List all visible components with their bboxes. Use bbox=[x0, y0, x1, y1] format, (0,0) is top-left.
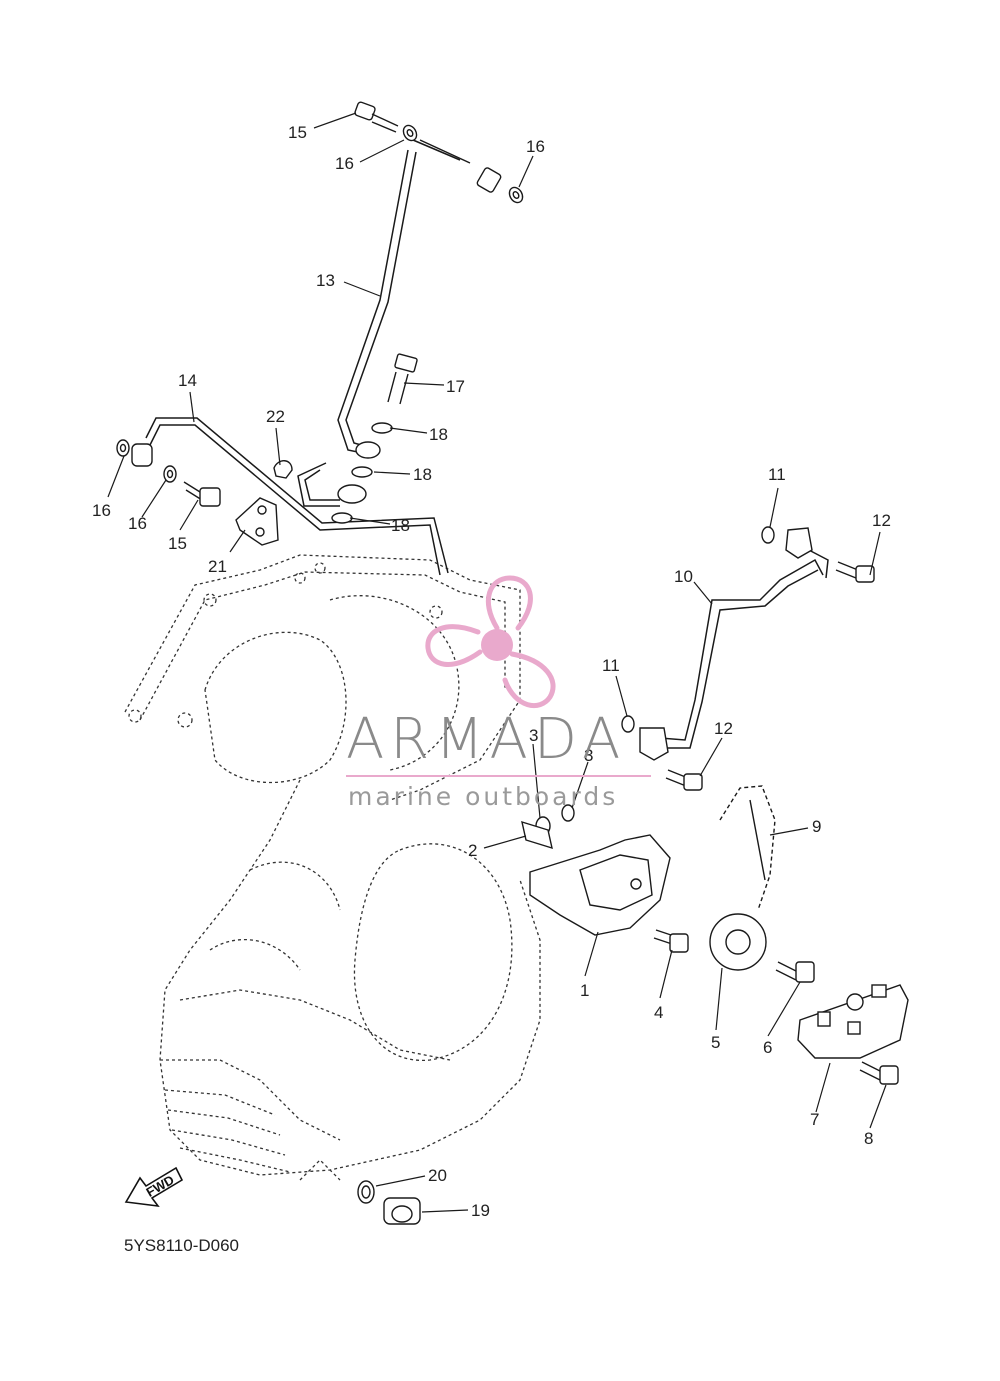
callout-5: 5 bbox=[711, 1033, 720, 1052]
callout-21: 21 bbox=[208, 557, 227, 576]
callout-15-top: 15 bbox=[288, 123, 307, 142]
callout-1: 1 bbox=[580, 981, 589, 1000]
callout-labels: 15 16 16 13 17 18 18 18 14 22 16 16 15 2… bbox=[92, 123, 891, 1220]
callout-18-c: 18 bbox=[391, 516, 410, 535]
callout-18-a: 18 bbox=[429, 425, 448, 444]
watermark-divider bbox=[346, 775, 651, 777]
callout-20: 20 bbox=[428, 1166, 447, 1185]
engine-case-outline bbox=[124, 554, 541, 1181]
watermark-tagline: marine outboards bbox=[348, 782, 619, 811]
forward-arrow-icon: FWD bbox=[124, 1166, 184, 1208]
callout-22: 22 bbox=[266, 407, 285, 426]
watermark-brand: ARMADA bbox=[346, 707, 627, 772]
callout-16-top-right: 16 bbox=[526, 137, 545, 156]
callout-2: 2 bbox=[468, 841, 477, 860]
callout-3-left: 3 bbox=[529, 726, 538, 745]
callout-14: 14 bbox=[178, 371, 197, 390]
callout-12-mid: 12 bbox=[714, 719, 733, 738]
callout-7: 7 bbox=[810, 1110, 819, 1129]
callout-19: 19 bbox=[471, 1201, 490, 1220]
callout-13: 13 bbox=[316, 271, 335, 290]
callout-4: 4 bbox=[654, 1003, 663, 1022]
reference-code: 5YS8110-D060 bbox=[124, 1236, 239, 1255]
propeller-logo-icon bbox=[425, 575, 556, 708]
callout-18-b: 18 bbox=[413, 465, 432, 484]
callout-16-left-b: 16 bbox=[128, 514, 147, 533]
hardware bbox=[116, 101, 909, 1225]
callout-16-left-a: 16 bbox=[92, 501, 111, 520]
callout-6: 6 bbox=[763, 1038, 772, 1057]
callout-3-right: 3 bbox=[584, 746, 593, 765]
callout-11-top: 11 bbox=[768, 465, 786, 484]
callout-9: 9 bbox=[812, 817, 821, 836]
leader-lines bbox=[107, 112, 887, 1213]
callout-8: 8 bbox=[864, 1129, 873, 1148]
callout-11-mid: 11 bbox=[602, 656, 620, 675]
callout-12-top: 12 bbox=[872, 511, 891, 530]
callout-17: 17 bbox=[446, 377, 465, 396]
oil-tubes bbox=[145, 139, 829, 749]
callout-10: 10 bbox=[674, 567, 693, 586]
callout-15-left: 15 bbox=[168, 534, 187, 553]
callout-16-top-left: 16 bbox=[335, 154, 354, 173]
